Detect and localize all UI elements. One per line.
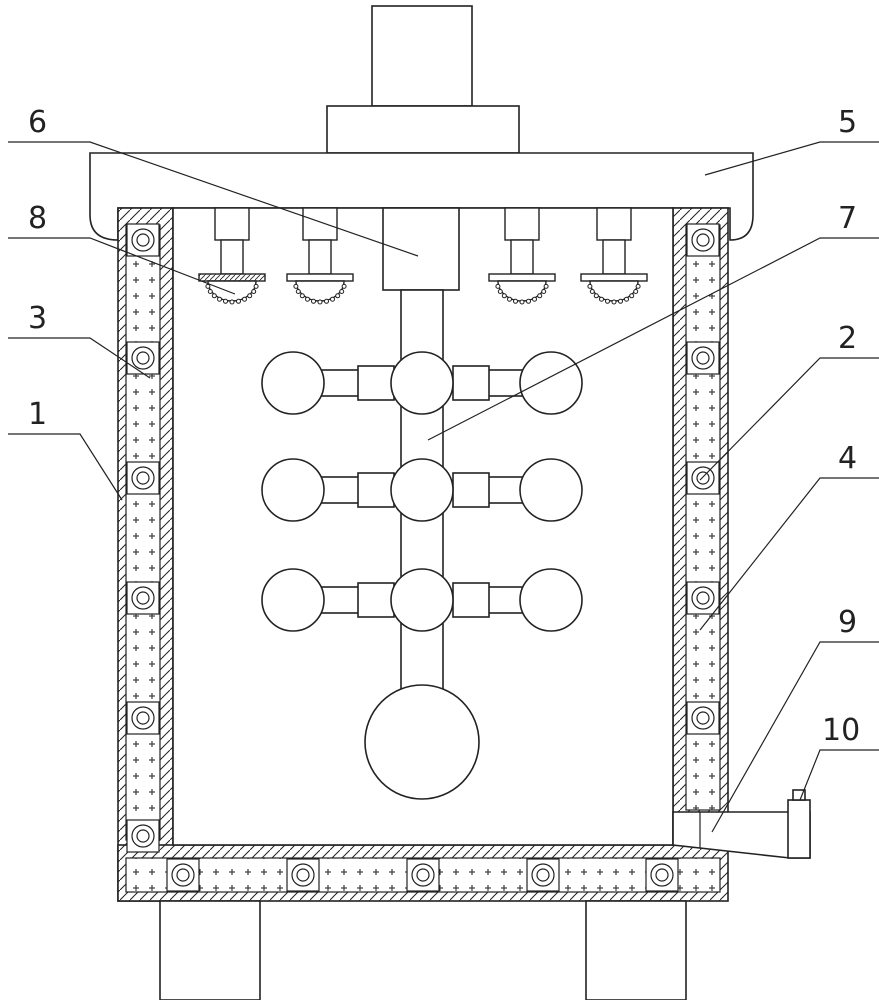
stirrer-row bbox=[261, 351, 583, 415]
heating-tube bbox=[126, 819, 160, 853]
label-4: 4 bbox=[838, 441, 857, 476]
spray-heads bbox=[198, 207, 648, 305]
heating-tube bbox=[126, 461, 160, 495]
heating-tube bbox=[126, 581, 160, 615]
label-1: 1 bbox=[28, 397, 47, 432]
stirring-balls bbox=[261, 351, 583, 800]
outlet-pipe bbox=[672, 789, 811, 859]
bottom-stirring-ball bbox=[364, 684, 480, 800]
lid bbox=[89, 152, 754, 241]
heating-tube bbox=[686, 581, 720, 615]
label-9: 9 bbox=[838, 605, 857, 640]
label-10: 10 bbox=[822, 713, 860, 748]
leader-lines bbox=[8, 141, 879, 833]
heating-tube bbox=[406, 858, 440, 892]
label-7: 7 bbox=[838, 201, 857, 236]
heating-tube bbox=[526, 858, 560, 892]
spray-head bbox=[488, 207, 556, 305]
feet bbox=[159, 900, 687, 1000]
heating-tube bbox=[166, 858, 200, 892]
stirrer-row bbox=[261, 458, 583, 522]
heating-tube bbox=[686, 223, 720, 257]
heating-tubes bbox=[126, 223, 720, 892]
stirrer-row bbox=[261, 568, 583, 632]
label-6: 6 bbox=[28, 105, 47, 140]
label-8: 8 bbox=[28, 201, 47, 236]
spray-head bbox=[580, 207, 648, 305]
label-2: 2 bbox=[838, 321, 857, 356]
heating-tube bbox=[686, 461, 720, 495]
heating-tube bbox=[686, 341, 720, 375]
heating-tube bbox=[286, 858, 320, 892]
heating-tube bbox=[645, 858, 679, 892]
heating-tube bbox=[126, 341, 160, 375]
spray-head bbox=[286, 207, 354, 305]
label-3: 3 bbox=[28, 301, 47, 336]
motor bbox=[326, 5, 520, 154]
heating-tube bbox=[686, 701, 720, 735]
heating-tube bbox=[126, 701, 160, 735]
label-5: 5 bbox=[838, 105, 857, 140]
heating-tube bbox=[126, 223, 160, 257]
spray-head bbox=[198, 207, 266, 305]
